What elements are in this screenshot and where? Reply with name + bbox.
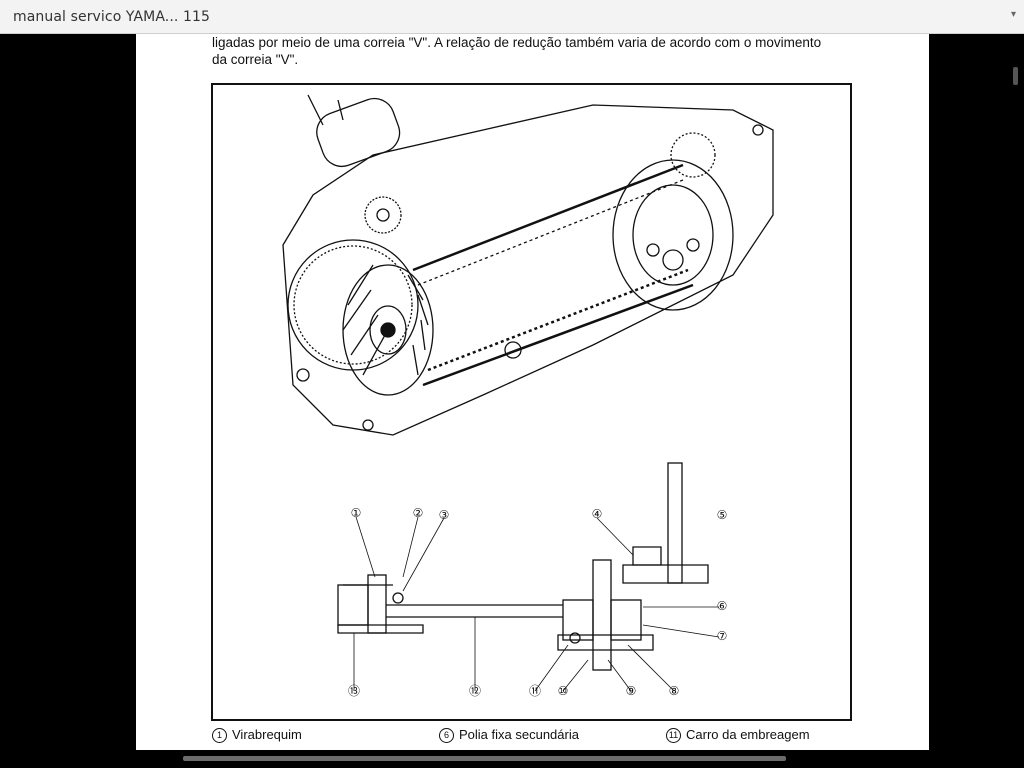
figure-illustration: ① ② ③ ④ ⑤ ⑥ ⑦ ⑧ ⑨ ⑩ ⑪ ⑫ ⑬ — [282, 94, 774, 698]
secondary-pulley — [612, 159, 734, 311]
document-page: ligadas por meio de uma correia "V". A r… — [136, 34, 929, 750]
viewer-toolbar: manual servico YAMA... 115 ▾ — [0, 0, 1024, 34]
callout-13: ⑬ — [348, 684, 360, 698]
callout-10: ⑩ — [558, 684, 569, 698]
intro-line-2: da correia "V". — [212, 52, 299, 67]
fan-blades — [342, 264, 429, 376]
legend-item: 6 Polia fixa secundária — [439, 727, 579, 743]
legend-number: 6 — [439, 728, 454, 743]
v-belt — [412, 163, 694, 387]
callout-6: ⑥ — [717, 599, 728, 613]
callout-8: ⑧ — [669, 684, 680, 698]
callout-2: ② — [413, 506, 424, 520]
intro-line-1: ligadas por meio de uma correia "V". A r… — [212, 35, 822, 50]
secondary-shaft — [592, 559, 612, 671]
legend-item: 1 Virabrequim — [212, 727, 302, 743]
vertical-scrollbar[interactable] — [1013, 67, 1018, 85]
starter-motor — [316, 97, 401, 168]
transmission-figure: ① ② ③ ④ ⑤ ⑥ ⑦ ⑧ ⑨ ⑩ ⑪ ⑫ ⑬ — [211, 83, 852, 721]
cross-section-diagram — [337, 462, 709, 671]
small-gear — [364, 196, 402, 234]
callout-7: ⑦ — [717, 629, 728, 643]
main-shaft — [386, 604, 563, 618]
legend-label: Virabrequim — [232, 727, 302, 742]
callout-4: ④ — [592, 507, 603, 521]
callout-11: ⑪ — [529, 684, 541, 698]
legend-number: 11 — [666, 728, 681, 743]
callout-9: ⑨ — [626, 684, 637, 698]
callout-3: ③ — [439, 508, 450, 522]
callout-12: ⑫ — [469, 684, 481, 698]
callout-1: ① — [351, 506, 362, 520]
document-title: manual servico YAMA... 115 — [13, 9, 211, 25]
legend-number: 1 — [212, 728, 227, 743]
chevron-down-icon[interactable]: ▾ — [1010, 9, 1016, 20]
legend-label: Carro da embreagem — [686, 727, 810, 742]
intro-paragraph: ligadas por meio de uma correia "V". A r… — [212, 34, 872, 68]
legend-item: 11 Carro da embreagem — [666, 727, 810, 743]
callouts — [353, 516, 720, 692]
clutch-gear — [670, 132, 716, 178]
ring-gear — [287, 239, 419, 371]
housing-outline — [282, 104, 774, 436]
legend-label: Polia fixa secundária — [459, 727, 579, 742]
horizontal-scrollbar[interactable] — [183, 756, 786, 761]
callout-5: ⑤ — [717, 508, 728, 522]
figure-legend: 1 Virabrequim 6 Polia fixa secundária 11 Ca… — [212, 727, 852, 750]
